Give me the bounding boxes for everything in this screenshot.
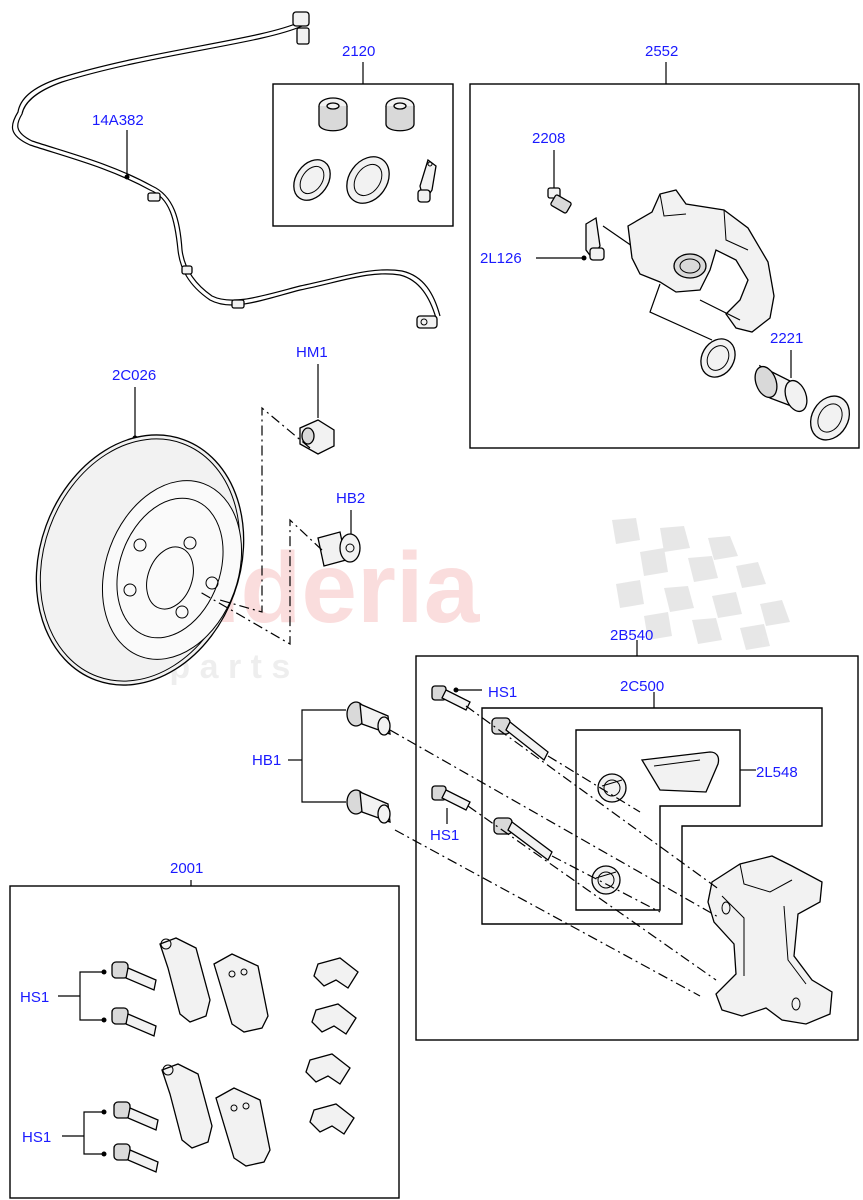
carrier-bolt-upper <box>431 685 471 711</box>
seal-cup-right <box>385 97 415 132</box>
bleed-clip-icon <box>417 158 437 203</box>
pad-kit-2001: 2001 HS1 HS1 <box>9 860 400 1199</box>
pad-bolt-4 <box>113 1143 159 1173</box>
caliper-piston <box>754 364 808 413</box>
label-2l548: 2L548 <box>756 764 798 781</box>
seal-ring-large <box>346 156 390 204</box>
label-hs1-top: HS1 <box>488 684 517 701</box>
brake-pad-2 <box>213 953 269 1033</box>
caliper-assembly-2552: 2552 2208 2L126 2221 <box>469 43 860 449</box>
guide-boot-lower <box>591 865 621 895</box>
anti-rattle-clip-4 <box>309 1103 355 1135</box>
guide-boot-upper <box>597 773 627 803</box>
wheel-speed-sensor: 14A382 <box>11 11 441 329</box>
label-hm1: HM1 <box>296 344 328 361</box>
anti-rattle-clip-3 <box>305 1053 351 1085</box>
label-2221: 2221 <box>770 330 803 347</box>
label-2c500: 2C500 <box>620 678 664 695</box>
hb1-bolt-lower <box>346 789 391 824</box>
label-2c026: 2C026 <box>112 367 156 384</box>
guide-pin-lower <box>493 817 553 861</box>
label-2b540: 2B540 <box>610 627 653 644</box>
brake-pad-3 <box>161 1063 213 1149</box>
pad-bolt-1 <box>111 961 157 991</box>
hb1-bolt-upper <box>346 701 391 736</box>
label-2001: 2001 <box>170 860 203 877</box>
anti-rattle-clip-1 <box>313 957 359 989</box>
piston-dust-boot <box>809 395 851 441</box>
caliper-seal-ring <box>700 338 736 378</box>
label-2120: 2120 <box>342 43 375 60</box>
hm1-fixing: HM1 <box>219 344 335 613</box>
label-hb2: HB2 <box>336 490 365 507</box>
label-hs1-pads-top: HS1 <box>20 989 49 1006</box>
label-hs1-pads-bottom: HS1 <box>22 1129 51 1146</box>
grease-kit-2l548: 2L548 <box>575 729 798 911</box>
bleed-screw-2208 <box>547 187 572 214</box>
carrier-bolt-lower <box>431 785 471 811</box>
anti-rattle-clip-2 <box>311 1003 357 1035</box>
label-2208: 2208 <box>532 130 565 147</box>
brake-pad-4 <box>215 1087 271 1167</box>
brake-disc-2c026: 2C026 <box>35 367 245 686</box>
brake-caliper-body <box>627 189 775 333</box>
bracket-2l126 <box>585 216 605 261</box>
guide-pin-upper <box>491 717 549 762</box>
checkered-flag-icon <box>612 518 790 650</box>
label-2552: 2552 <box>645 43 678 60</box>
seal-cup-left <box>318 97 348 132</box>
label-14a382: 14A382 <box>92 112 144 129</box>
pad-bolt-3 <box>113 1101 159 1131</box>
seal-kit-2120: 2120 <box>272 43 454 227</box>
brake-pad-1 <box>159 937 211 1023</box>
label-2l126: 2L126 <box>480 250 522 267</box>
carrier-assembly-2b540: 2B540 HS1 2C500 2L548 <box>389 627 859 1041</box>
pad-bolt-2 <box>111 1007 157 1037</box>
label-hs1-mid: HS1 <box>430 827 459 844</box>
seal-ring-small <box>293 159 331 201</box>
label-hb1: HB1 <box>252 752 281 769</box>
hb2-bolt: HB2 <box>199 490 365 646</box>
caliper-carrier-bracket <box>707 855 833 1025</box>
hb1-bolts: HB1 <box>252 701 391 824</box>
